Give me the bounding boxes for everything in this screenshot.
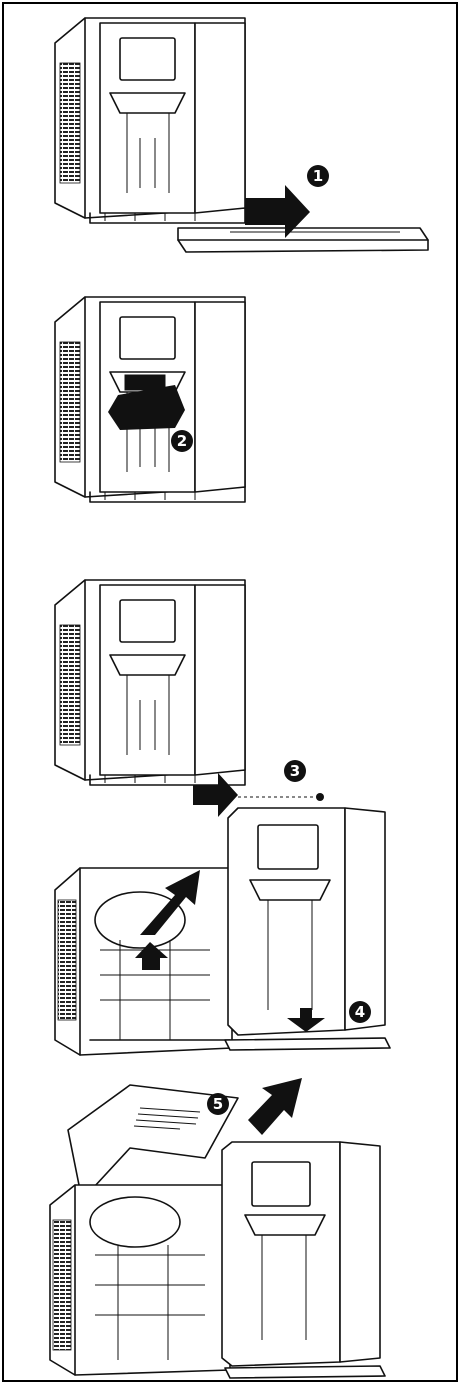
step-4-number: 4 — [355, 1003, 365, 1021]
step-4-illustration — [55, 808, 390, 1055]
step-5-badge: 5 — [207, 1093, 229, 1115]
step-2-illustration — [55, 297, 245, 502]
step-1-number: 1 — [313, 167, 323, 185]
step-3-illustration — [55, 580, 324, 817]
step-2-number: 2 — [177, 432, 187, 450]
step-3-number: 3 — [290, 762, 300, 780]
step-1-illustration — [55, 18, 428, 252]
step-3-badge: 3 — [284, 760, 306, 782]
step-4-badge: 4 — [349, 1001, 371, 1023]
step-5-number: 5 — [213, 1095, 223, 1113]
step-1-badge: 1 — [307, 165, 329, 187]
step-5-illustration — [50, 1078, 385, 1378]
step-2-badge: 2 — [171, 430, 193, 452]
